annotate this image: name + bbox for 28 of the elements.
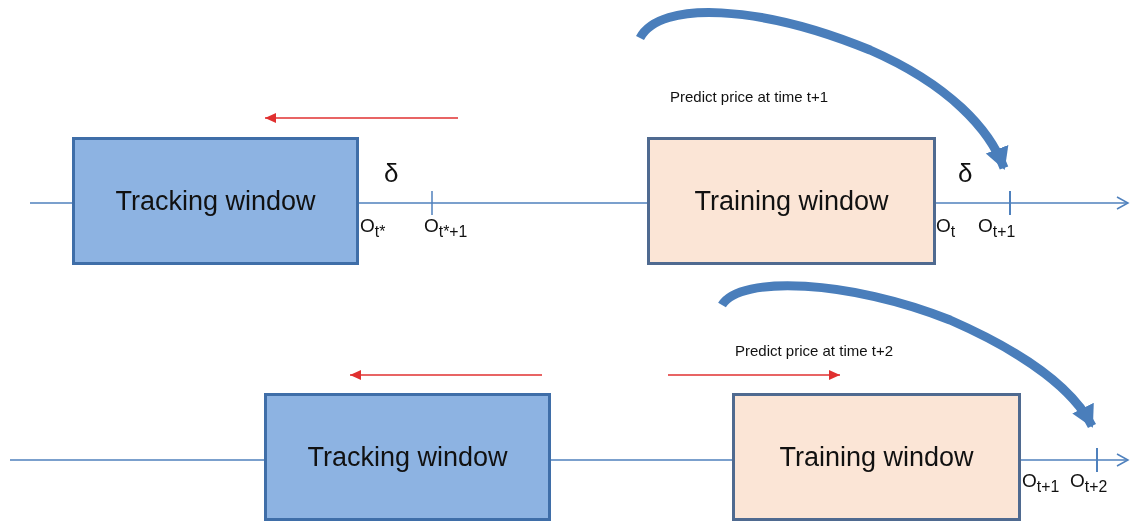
timeline-line bbox=[358, 202, 648, 204]
window-label: Tracking window bbox=[307, 441, 508, 473]
observation-label: O$_{t}$ bbox=[936, 215, 956, 241]
curved-arrow bbox=[718, 281, 1096, 429]
window-box bbox=[72, 137, 359, 265]
window-box bbox=[647, 137, 936, 265]
observation-label: O$_{t*}$ bbox=[360, 215, 386, 241]
delta-symbol: δ bbox=[958, 158, 973, 189]
window-label: Training window bbox=[779, 441, 974, 473]
prediction-text: Predict price at time t+1 bbox=[670, 88, 828, 105]
timeline-line bbox=[1020, 453, 1129, 467]
timeline-line bbox=[29, 202, 73, 204]
timeline-line bbox=[9, 459, 265, 461]
window-label: Training window bbox=[694, 185, 889, 217]
observation-label: O$_{t+1}$ bbox=[978, 215, 1016, 241]
observation-label: O$_{t+1}$ bbox=[1022, 470, 1060, 496]
window-label: Tracking window bbox=[115, 185, 316, 217]
observation-label: O$_{t+2}$ bbox=[1070, 470, 1108, 496]
window-box bbox=[264, 393, 551, 521]
delta-symbol: δ bbox=[384, 158, 399, 189]
window-box bbox=[732, 393, 1021, 521]
timeline-line bbox=[550, 459, 733, 461]
tick-mark bbox=[1096, 448, 1098, 472]
observation-label: O$_{t*+1}$ bbox=[424, 215, 468, 241]
tick-mark bbox=[1009, 191, 1011, 215]
timeline-line bbox=[935, 196, 1129, 210]
curved-arrow bbox=[636, 8, 1009, 170]
prediction-text: Predict price at time t+2 bbox=[735, 342, 893, 359]
